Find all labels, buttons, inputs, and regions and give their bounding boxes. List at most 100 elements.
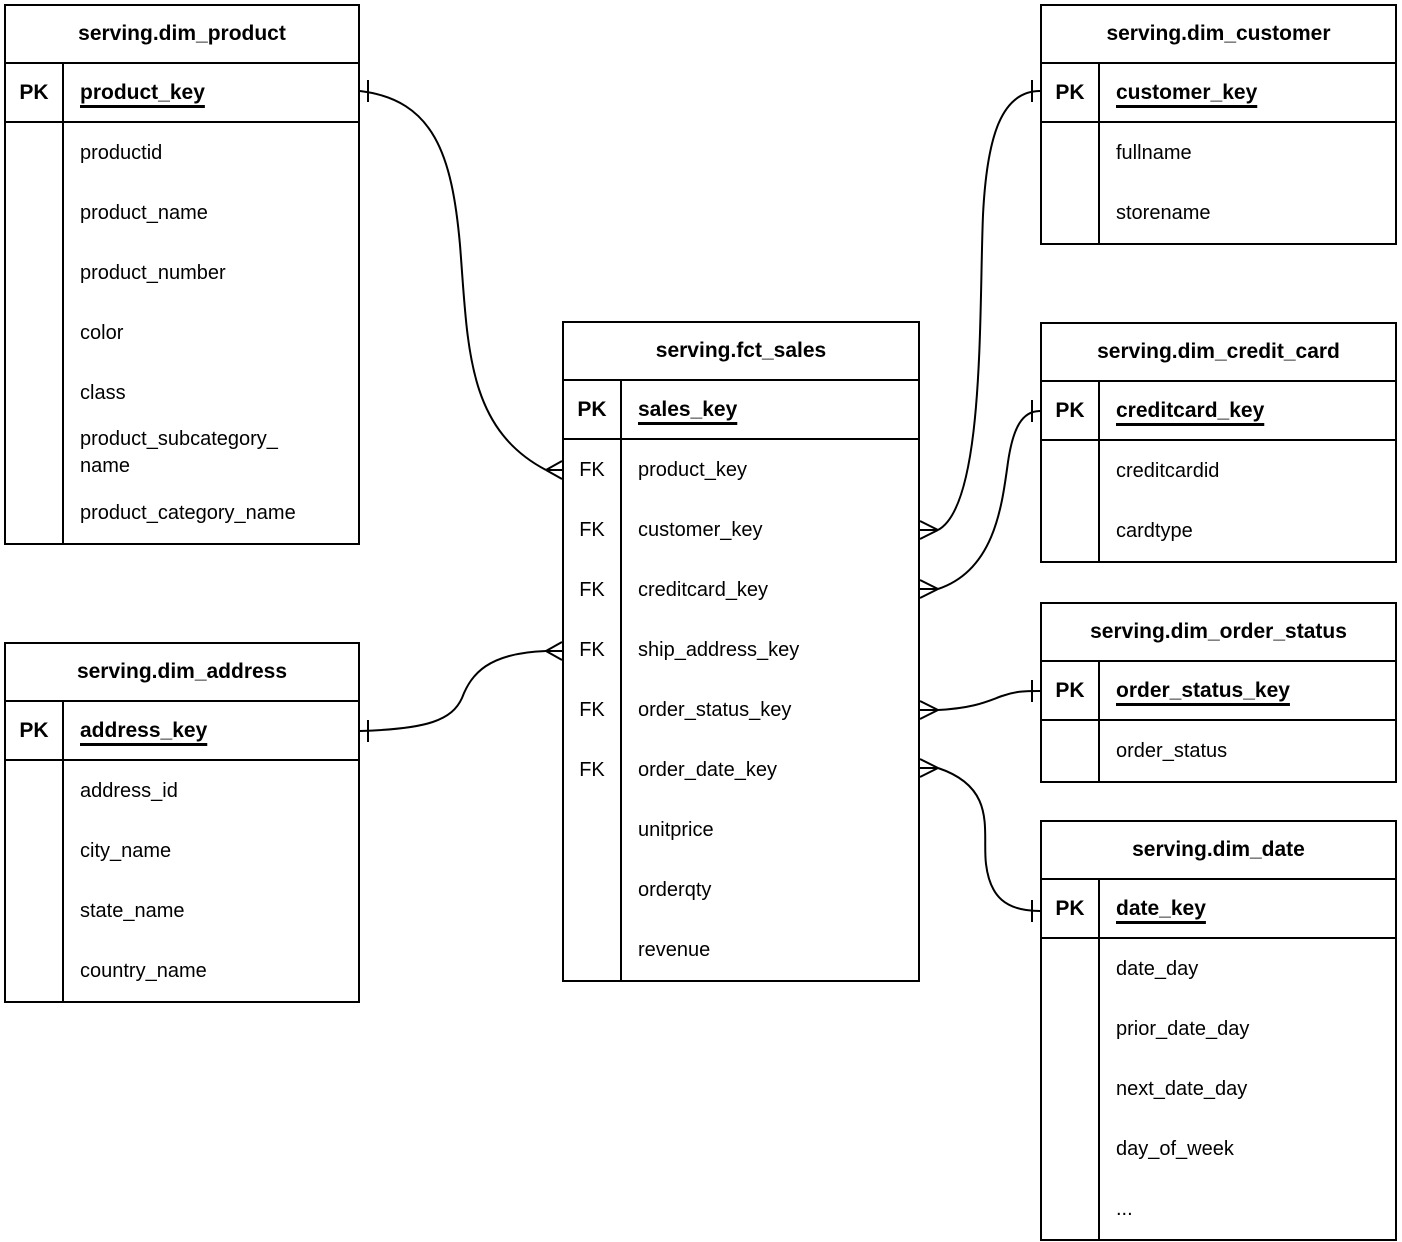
pk-row: PK customer_key [1042,64,1395,123]
connector-line [359,650,547,732]
key-cell [6,761,64,821]
key-cell [564,920,622,980]
table-dim-address: serving.dim_address PK address_key addre… [4,642,360,1003]
key-cell [1042,1179,1100,1239]
fk-label: FK [564,440,622,500]
key-cell [6,881,64,941]
key-cell [6,243,64,303]
key-cell [1042,123,1100,183]
key-cell [1042,501,1100,561]
field-name: order_status [1116,739,1228,762]
field-name: product_name [80,201,208,224]
table-row: prior_date_day [1042,999,1395,1059]
key-cell [564,800,622,860]
pk-label: PK [1042,64,1100,121]
pk-row: PK creditcard_key [1042,382,1395,441]
table-row: revenue [564,920,918,980]
fk-label: FK [564,500,622,560]
pk-field-name: address_key [80,719,208,742]
pk-row: PK date_key [1042,880,1395,939]
field-name: color [80,321,124,344]
table-row: cardtype [1042,501,1395,561]
table-row: date_day [1042,939,1395,999]
fk-label: FK [564,740,622,800]
crow-foot-icon [545,460,563,480]
field-name: productid [80,141,163,164]
field-name: ... [1116,1197,1133,1220]
table-row: product_subcategory_ name [6,423,358,483]
field-name: date_day [1116,957,1199,980]
table-row: storename [1042,183,1395,243]
table-row: orderqty [564,860,918,920]
fk-label: FK [564,680,622,740]
table-row: order_status [1042,721,1395,781]
table-title: serving.dim_customer [1042,6,1395,64]
table-fct-sales: serving.fct_sales PK sales_key FK product… [562,321,920,982]
table-title: serving.dim_product [6,6,358,64]
table-dim-customer: serving.dim_customer PK customer_key ful… [1040,4,1397,245]
field-name: creditcardid [1116,459,1220,482]
table-row: FK product_key [564,440,918,500]
pk-field-name: sales_key [638,398,738,421]
field-name: prior_date_day [1116,1017,1250,1040]
crow-foot-icon [919,520,939,540]
pk-label: PK [564,381,622,438]
table-title: serving.fct_sales [564,323,918,381]
pk-label: PK [6,64,64,121]
field-name: cardtype [1116,519,1193,542]
pk-label: PK [1042,662,1100,719]
table-row: fullname [1042,123,1395,183]
field-name: address_id [80,779,178,802]
table-row: creditcardid [1042,441,1395,501]
key-cell [6,183,64,243]
pk-label: PK [1042,382,1100,439]
table-row: productid [6,123,358,183]
key-cell [1042,1059,1100,1119]
key-cell [6,303,64,363]
connector-line [937,410,1041,590]
field-name: ship_address_key [638,638,800,661]
field-name: order_status_key [638,698,792,721]
pk-label: PK [1042,880,1100,937]
field-name: storename [1116,201,1211,224]
field-name: product_category_name [80,501,296,524]
key-cell [6,123,64,183]
table-row: country_name [6,941,358,1001]
field-name: product_number [80,261,226,284]
pk-field-name: customer_key [1116,81,1258,104]
field-name: product_key [638,458,747,481]
table-row: product_number [6,243,358,303]
table-row: next_date_day [1042,1059,1395,1119]
field-name: creditcard_key [638,578,769,601]
key-cell [1042,441,1100,501]
table-title: serving.dim_credit_card [1042,324,1395,382]
key-cell [6,483,64,543]
table-title: serving.dim_order_status [1042,604,1395,662]
connector-line [937,767,1041,912]
field-name: fullname [1116,141,1192,164]
field-name: revenue [638,938,711,961]
table-row: product_name [6,183,358,243]
key-cell [1042,939,1100,999]
field-name: day_of_week [1116,1137,1234,1160]
table-dim-date: serving.dim_date PK date_key date_day pr… [1040,820,1397,1241]
connector-line [359,90,547,471]
pk-row: PK sales_key [564,381,918,440]
key-cell [1042,183,1100,243]
key-cell [6,821,64,881]
field-name: product_subcategory_ name [80,428,278,477]
connector-sales-date [919,758,1041,922]
key-cell [6,423,64,483]
connector-line [937,90,1041,531]
table-dim-product: serving.dim_product PK product_key produ… [4,4,360,545]
pk-field-name: date_key [1116,897,1206,920]
pk-field-name: product_key [80,81,205,104]
table-row: class [6,363,358,423]
key-cell [6,363,64,423]
field-name: country_name [80,959,207,982]
table-dim-credit-card: serving.dim_credit_card PK creditcard_ke… [1040,322,1397,563]
